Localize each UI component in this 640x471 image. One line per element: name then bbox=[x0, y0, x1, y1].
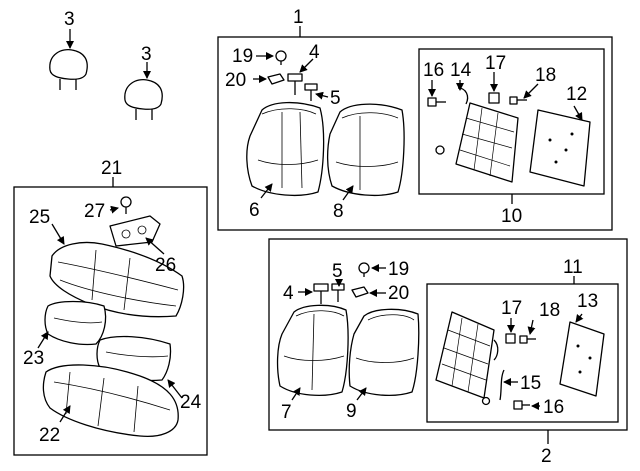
leader-arrows bbox=[37, 29, 584, 423]
callout-16-top: 16 bbox=[423, 60, 444, 81]
callout-27: 27 bbox=[84, 201, 105, 222]
seatback-cover-7 bbox=[276, 304, 349, 396]
assembly-11-subframe bbox=[426, 283, 619, 423]
callout-17-bottom: 17 bbox=[501, 298, 522, 319]
bolt-27 bbox=[120, 196, 132, 214]
callout-17-top: 17 bbox=[485, 53, 506, 74]
bolt-16-bottom bbox=[481, 396, 530, 410]
seatback-cover-8 bbox=[326, 103, 405, 196]
callout-8: 8 bbox=[333, 201, 344, 222]
seatback-panel-13 bbox=[559, 321, 605, 397]
callout-5-top: 5 bbox=[330, 88, 341, 109]
callout-19-bottom: 19 bbox=[388, 259, 409, 280]
cushion-cover-25 bbox=[49, 241, 185, 318]
callout-14: 14 bbox=[450, 60, 472, 81]
guide-4-top bbox=[287, 73, 303, 95]
guide-5-bottom bbox=[331, 283, 345, 302]
assembly-2-frame bbox=[268, 238, 628, 431]
callout-5-bottom: 5 bbox=[332, 261, 343, 282]
callout-9: 9 bbox=[346, 401, 357, 422]
clip-20-top bbox=[267, 73, 285, 85]
seatback-frame-11 bbox=[435, 311, 499, 399]
callout-22: 22 bbox=[39, 425, 60, 446]
bracket-17-top bbox=[488, 92, 500, 104]
assembly-1-frame bbox=[217, 36, 613, 231]
bolt-18-bottom bbox=[519, 335, 536, 344]
guide-4-bottom bbox=[313, 283, 329, 304]
rod-15 bbox=[499, 369, 505, 401]
assembly-21-frame bbox=[13, 186, 208, 456]
clip-19-top bbox=[275, 50, 287, 65]
callout-20-top: 20 bbox=[225, 70, 246, 91]
bracket-26 bbox=[109, 215, 161, 247]
clip-19-bottom bbox=[358, 262, 370, 277]
callout-19-top: 19 bbox=[232, 46, 253, 67]
callout-3-left: 3 bbox=[64, 9, 75, 30]
callout-25: 25 bbox=[29, 207, 50, 228]
callout-26: 26 bbox=[155, 255, 176, 276]
bracket-17-bottom bbox=[505, 333, 516, 344]
callout-labels: 1 2 3 3 4 4 5 5 6 7 8 9 10 11 12 13 14 1… bbox=[23, 7, 598, 467]
seatback-panel-12 bbox=[529, 109, 591, 187]
callout-1: 1 bbox=[293, 7, 304, 28]
callout-20-bottom: 20 bbox=[388, 283, 409, 304]
seatback-cover-9 bbox=[348, 308, 420, 396]
callout-16-bottom: 16 bbox=[543, 397, 564, 418]
callout-21: 21 bbox=[101, 158, 122, 179]
headrest-right bbox=[124, 78, 163, 120]
callout-12: 12 bbox=[566, 84, 587, 105]
callout-18-bottom: 18 bbox=[539, 300, 560, 321]
bolt-16-top bbox=[427, 97, 446, 155]
callout-18-top: 18 bbox=[535, 65, 556, 86]
bolt-18-top bbox=[509, 96, 527, 105]
cushion-frame-22 bbox=[42, 364, 179, 438]
cushion-pad-23 bbox=[44, 300, 107, 346]
seatback-cover-6 bbox=[246, 101, 325, 196]
callout-3-right: 3 bbox=[141, 44, 152, 65]
callout-10: 10 bbox=[501, 206, 522, 227]
callout-24: 24 bbox=[180, 392, 202, 413]
callout-13: 13 bbox=[577, 291, 598, 312]
callout-23: 23 bbox=[23, 348, 44, 369]
callout-7: 7 bbox=[281, 402, 292, 423]
callout-4-bottom: 4 bbox=[283, 283, 294, 304]
callout-6: 6 bbox=[249, 200, 260, 221]
guide-5-top bbox=[304, 83, 318, 101]
callout-11: 11 bbox=[563, 257, 583, 278]
seatback-frame-10 bbox=[455, 87, 519, 183]
headrest-left bbox=[49, 48, 88, 90]
clip-20-bottom bbox=[351, 286, 369, 298]
callout-2: 2 bbox=[541, 446, 552, 467]
callout-15: 15 bbox=[520, 373, 541, 394]
callout-4-top: 4 bbox=[309, 42, 320, 63]
